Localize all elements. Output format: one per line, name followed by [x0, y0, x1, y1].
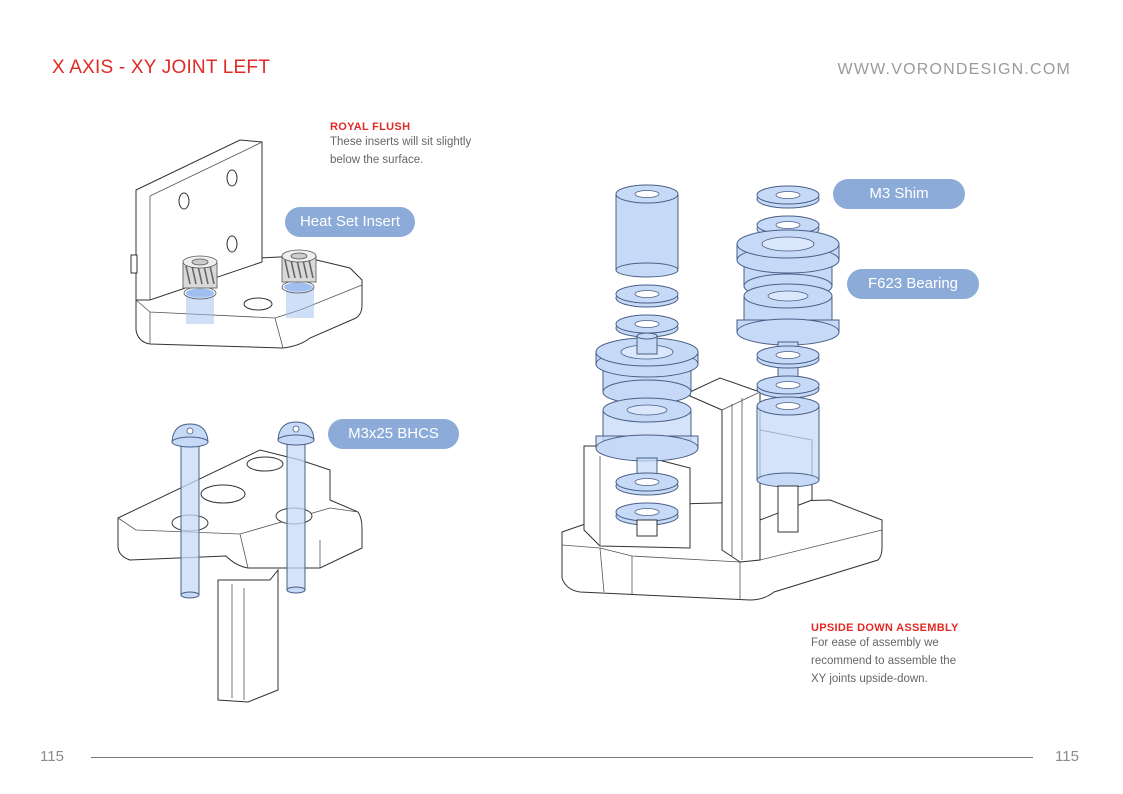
upside-down-note: UPSIDE DOWN ASSEMBLY For ease of assembl… — [811, 622, 959, 688]
upside-down-heading: UPSIDE DOWN ASSEMBLY — [811, 622, 959, 634]
bhcs-callout: M3x25 BHCS — [328, 419, 459, 449]
page-title: X AXIS - XY JOINT LEFT — [52, 57, 271, 78]
upside-down-text: For ease of assembly we recommend to ass… — [811, 637, 957, 685]
royal-flush-text: These inserts will sit slightly below th… — [330, 136, 472, 166]
royal-flush-note: ROYAL FLUSH These inserts will sit sligh… — [330, 121, 471, 169]
bearing-stack-figure — [561, 184, 883, 601]
page-number-left: 115 — [40, 748, 64, 765]
footer-divider — [91, 757, 1033, 758]
f623-bearing-callout: F623 Bearing — [847, 269, 979, 299]
royal-flush-heading: ROYAL FLUSH — [330, 121, 411, 133]
page-number-right: 115 — [1055, 748, 1079, 765]
website-url[interactable]: WWW.VORONDESIGN.COM — [837, 61, 1071, 78]
m3-shim-callout: M3 Shim — [833, 179, 965, 209]
xy-joint-insert-figure — [130, 139, 363, 349]
heat-set-insert-callout: Heat Set Insert — [285, 207, 415, 237]
xy-joint-bhcs-figure — [117, 421, 363, 703]
